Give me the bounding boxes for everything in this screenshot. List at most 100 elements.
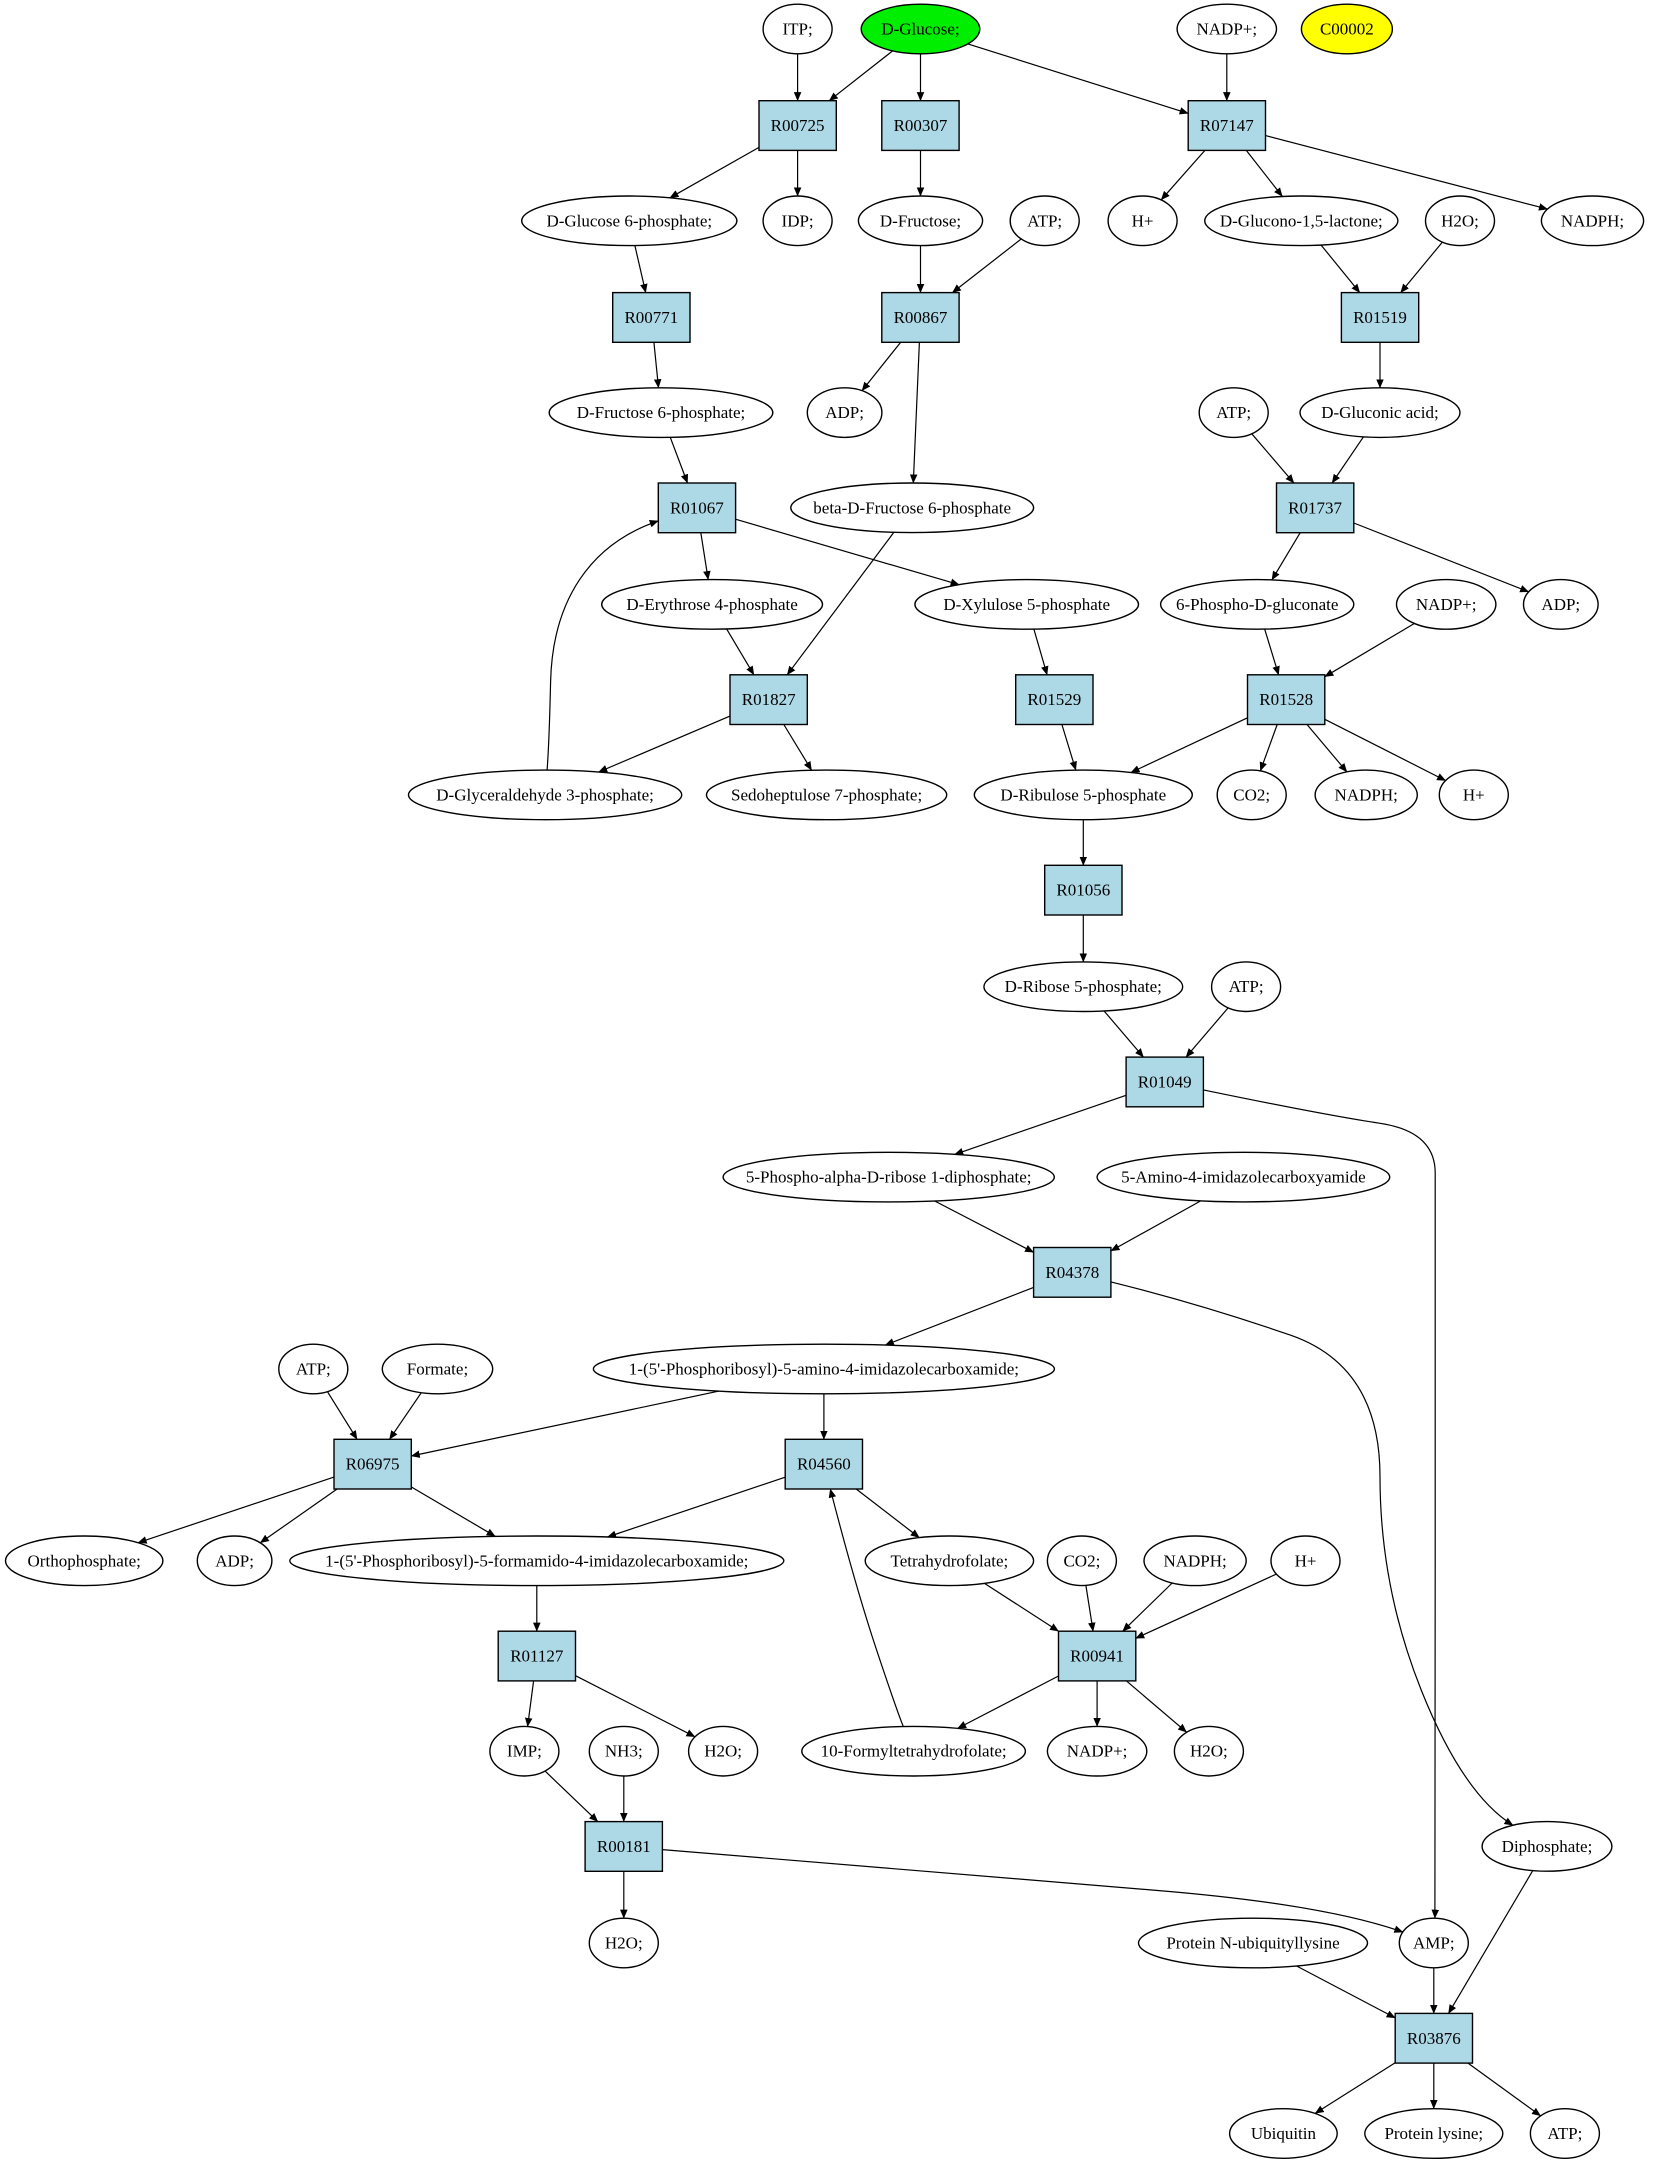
compound-label: ADP; bbox=[215, 1551, 254, 1570]
reaction-node-r03876[interactable]: R03876 bbox=[1394, 2012, 1474, 2064]
compound-node-f6p[interactable]: D-Fructose 6-phosphate; bbox=[548, 387, 774, 439]
reaction-node-r04560[interactable]: R04560 bbox=[784, 1438, 864, 1490]
compound-node-h2o1[interactable]: H2O; bbox=[1424, 195, 1496, 247]
edge-r5p-to-r01049 bbox=[1103, 1010, 1144, 1058]
compound-node-nh3[interactable]: NH3; bbox=[588, 1725, 659, 1777]
compound-node-hplus1[interactable]: H+ bbox=[1107, 195, 1178, 247]
edge-r07147-to-hplus1 bbox=[1160, 150, 1206, 201]
edge-r04378-to-aicar bbox=[884, 1286, 1034, 1346]
compound-node-s7p[interactable]: Sedoheptulose 7-phosphate; bbox=[705, 769, 948, 821]
compound-node-nadp_top[interactable]: NADP+; bbox=[1176, 3, 1278, 55]
compound-node-nadp2[interactable]: NADP+; bbox=[1395, 578, 1497, 630]
compound-node-x5p[interactable]: D-Xylulose 5-phosphate bbox=[914, 578, 1140, 630]
compound-node-adp3[interactable]: ADP; bbox=[196, 1535, 273, 1587]
compound-node-nadph2[interactable]: NADPH; bbox=[1314, 769, 1418, 821]
edge-r01528-to-nadph2 bbox=[1306, 724, 1348, 773]
compound-label: H2O; bbox=[704, 1742, 742, 1761]
compound-node-e4p[interactable]: D-Erythrose 4-phosphate bbox=[600, 578, 824, 630]
compound-node-formate[interactable]: Formate; bbox=[381, 1343, 494, 1395]
compound-node-protlys[interactable]: Protein lysine; bbox=[1364, 2107, 1504, 2159]
reaction-node-r00771[interactable]: R00771 bbox=[612, 291, 691, 344]
reaction-label: R00941 bbox=[1070, 1647, 1124, 1666]
compound-node-nadp3[interactable]: NADP+; bbox=[1046, 1725, 1148, 1777]
compound-node-atp3[interactable]: ATP; bbox=[1210, 961, 1282, 1013]
reaction-node-r01067[interactable]: R01067 bbox=[657, 482, 737, 534]
compound-node-atp1[interactable]: ATP; bbox=[1009, 195, 1080, 247]
compound-node-r5p[interactable]: D-Ribose 5-phosphate; bbox=[983, 961, 1184, 1013]
compound-node-thf[interactable]: Tetrahydrofolate; bbox=[864, 1535, 1035, 1587]
reaction-label: R00307 bbox=[894, 116, 948, 135]
reaction-node-r00941[interactable]: R00941 bbox=[1057, 1630, 1137, 1682]
edge-r06975-to-orthop bbox=[137, 1476, 335, 1544]
reaction-node-r07147[interactable]: R07147 bbox=[1187, 99, 1267, 152]
compound-ellipse bbox=[407, 769, 683, 821]
compound-label: H+ bbox=[1463, 785, 1485, 804]
compound-node-amp[interactable]: AMP; bbox=[1398, 1917, 1470, 1969]
reaction-node-r01049[interactable]: R01049 bbox=[1125, 1056, 1205, 1108]
reaction-node-r04378[interactable]: R04378 bbox=[1032, 1246, 1112, 1298]
compound-ellipse bbox=[1198, 387, 1269, 439]
edge-h2o1-to-r01519 bbox=[1400, 241, 1443, 293]
reaction-node-r01127[interactable]: R01127 bbox=[497, 1630, 577, 1682]
compound-node-fthf[interactable]: 10-Formyltetrahydrofolate; bbox=[801, 1725, 1027, 1777]
compound-node-orthop[interactable]: Orthophosphate; bbox=[4, 1535, 164, 1587]
compound-node-atp2[interactable]: ATP; bbox=[1198, 387, 1269, 439]
compound-node-h2o2[interactable]: H2O; bbox=[687, 1725, 759, 1777]
compound-label: NADP+; bbox=[1067, 1742, 1128, 1761]
compound-node-h2o3[interactable]: H2O; bbox=[1173, 1725, 1245, 1777]
reaction-node-r00867[interactable]: R00867 bbox=[881, 291, 960, 344]
edge-g6p-to-r00771 bbox=[634, 245, 648, 294]
compound-node-bf6p[interactable]: beta-D-Fructose 6-phosphate bbox=[790, 482, 1035, 534]
compound-ellipse bbox=[1046, 1535, 1118, 1587]
compound-node-imp[interactable]: IMP; bbox=[489, 1725, 560, 1777]
reaction-node-r00725[interactable]: R00725 bbox=[758, 99, 838, 152]
compound-node-co2a[interactable]: CO2; bbox=[1216, 769, 1287, 821]
compound-ellipse bbox=[1364, 2107, 1504, 2159]
compound-node-atp5[interactable]: ATP; bbox=[1529, 2107, 1601, 2159]
compound-node-glucono[interactable]: D-Glucono-1,5-lactone; bbox=[1204, 195, 1399, 247]
compound-node-ru5p[interactable]: D-Ribulose 5-phosphate bbox=[973, 769, 1194, 821]
compound-node-atp4[interactable]: ATP; bbox=[278, 1343, 349, 1395]
edge-r06975-to-adp3 bbox=[259, 1488, 338, 1544]
compound-node-itp[interactable]: ITP; bbox=[762, 3, 833, 55]
compound-node-h2o4[interactable]: H2O; bbox=[588, 1917, 659, 1969]
compound-node-hplus2[interactable]: H+ bbox=[1438, 769, 1510, 821]
reaction-node-r01529[interactable]: R01529 bbox=[1015, 674, 1094, 726]
compound-node-co2b[interactable]: CO2; bbox=[1046, 1535, 1118, 1587]
compound-node-hplus3[interactable]: H+ bbox=[1270, 1535, 1341, 1587]
reaction-node-r06975[interactable]: R06975 bbox=[333, 1438, 413, 1490]
reaction-box bbox=[1394, 2012, 1474, 2064]
compound-node-prpp[interactable]: 5-Phospho-alpha-D-ribose 1-diphosphate; bbox=[722, 1151, 1055, 1203]
edge-r00867-to-bf6p bbox=[909, 342, 920, 484]
compound-node-adp1[interactable]: ADP; bbox=[806, 387, 883, 439]
compound-node-adp2[interactable]: ADP; bbox=[1522, 578, 1599, 630]
edge-diphos-to-r03876 bbox=[1447, 1870, 1534, 2014]
compound-node-ubiq[interactable]: Ubiquitin bbox=[1228, 2107, 1338, 2159]
compound-node-g6p[interactable]: D-Glucose 6-phosphate; bbox=[521, 195, 738, 247]
edge-e4p-to-r01827 bbox=[726, 628, 755, 676]
compound-node-c00002[interactable]: C00002 bbox=[1300, 3, 1394, 55]
compound-node-gluconic[interactable]: D-Gluconic acid; bbox=[1299, 387, 1461, 439]
compound-node-aica[interactable]: 5-Amino-4-imidazolecarboxyamide bbox=[1096, 1151, 1391, 1203]
compound-node-dglucose[interactable]: D-Glucose; bbox=[860, 3, 981, 55]
compound-node-pg6[interactable]: 6-Phospho-D-gluconate bbox=[1159, 578, 1355, 630]
reaction-node-r01528[interactable]: R01528 bbox=[1246, 674, 1326, 726]
compound-node-nadph3[interactable]: NADPH; bbox=[1143, 1535, 1247, 1587]
compound-node-diphos[interactable]: Diphosphate; bbox=[1481, 1820, 1613, 1872]
reaction-node-r01737[interactable]: R01737 bbox=[1275, 482, 1355, 534]
reaction-node-r01519[interactable]: R01519 bbox=[1340, 291, 1420, 344]
compound-node-faicar[interactable]: 1-(5'-Phosphoribosyl)-5-formamido-4-imid… bbox=[289, 1535, 785, 1587]
compound-node-gap[interactable]: D-Glyceraldehyde 3-phosphate; bbox=[407, 769, 683, 821]
reaction-node-r00307[interactable]: R00307 bbox=[881, 99, 960, 152]
compound-label: 1-(5'-Phosphoribosyl)-5-amino-4-imidazol… bbox=[629, 1360, 1019, 1379]
compound-node-idp[interactable]: IDP; bbox=[762, 195, 833, 247]
reaction-label: R04378 bbox=[1045, 1263, 1099, 1282]
compound-node-protub[interactable]: Protein N-ubiquityllysine bbox=[1137, 1917, 1369, 1969]
reaction-node-r01827[interactable]: R01827 bbox=[729, 674, 809, 726]
reaction-node-r00181[interactable]: R00181 bbox=[584, 1820, 664, 1872]
compound-node-aicar[interactable]: 1-(5'-Phosphoribosyl)-5-amino-4-imidazol… bbox=[592, 1343, 1056, 1395]
compound-node-nadph1[interactable]: NADPH; bbox=[1540, 195, 1645, 247]
compound-ellipse bbox=[1096, 1151, 1391, 1203]
compound-node-dfructose[interactable]: D-Fructose; bbox=[857, 195, 984, 247]
reaction-node-r01056[interactable]: R01056 bbox=[1043, 864, 1123, 916]
